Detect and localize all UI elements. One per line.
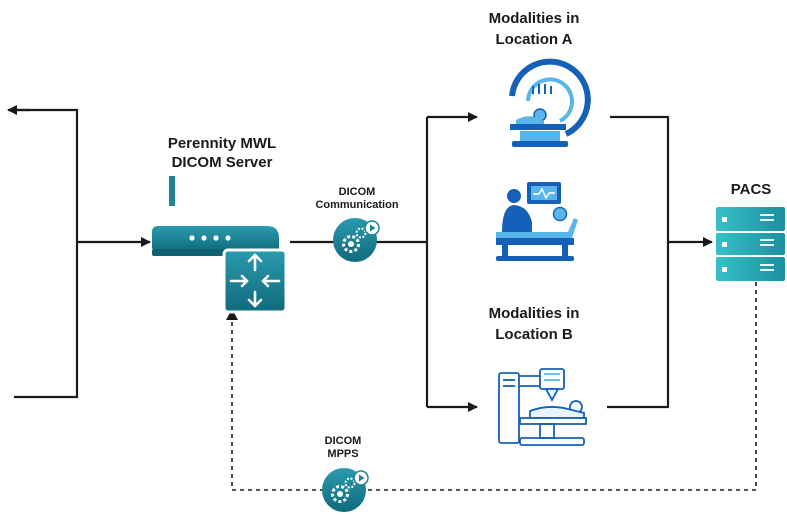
xray-machine-icon — [498, 368, 587, 446]
connector-lines — [7, 105, 713, 412]
router-icon — [152, 176, 279, 256]
mpps-gear-icon — [322, 468, 369, 512]
left-bracket — [14, 108, 79, 399]
right-bracket — [607, 115, 670, 409]
patient-care-icon — [496, 182, 578, 261]
location-a-label-line1: Modalities in — [489, 10, 580, 27]
network-switch-icon — [222, 248, 288, 314]
location-b-label-line1: Modalities in — [489, 305, 580, 322]
ct-scanner-icon — [509, 58, 591, 147]
communication-label-line2: Communication — [315, 199, 398, 211]
location-b-label-line2: Location B — [495, 326, 573, 343]
server-title-line1: Perennity MWL — [168, 135, 276, 152]
communication-label-line1: DICOM — [339, 186, 376, 198]
server-rack-icon — [716, 207, 785, 281]
mpps-label-line1: DICOM — [325, 435, 362, 447]
mpps-arrowhead — [226, 309, 238, 320]
mpps-dashed-loop — [231, 282, 757, 491]
mpps-label-line2: MPPS — [327, 448, 358, 460]
pacs-label: PACS — [731, 181, 772, 198]
server-title-line2: DICOM Server — [172, 154, 273, 171]
communication-gear-icon — [333, 218, 380, 262]
location-a-label-line2: Location A — [496, 31, 573, 48]
